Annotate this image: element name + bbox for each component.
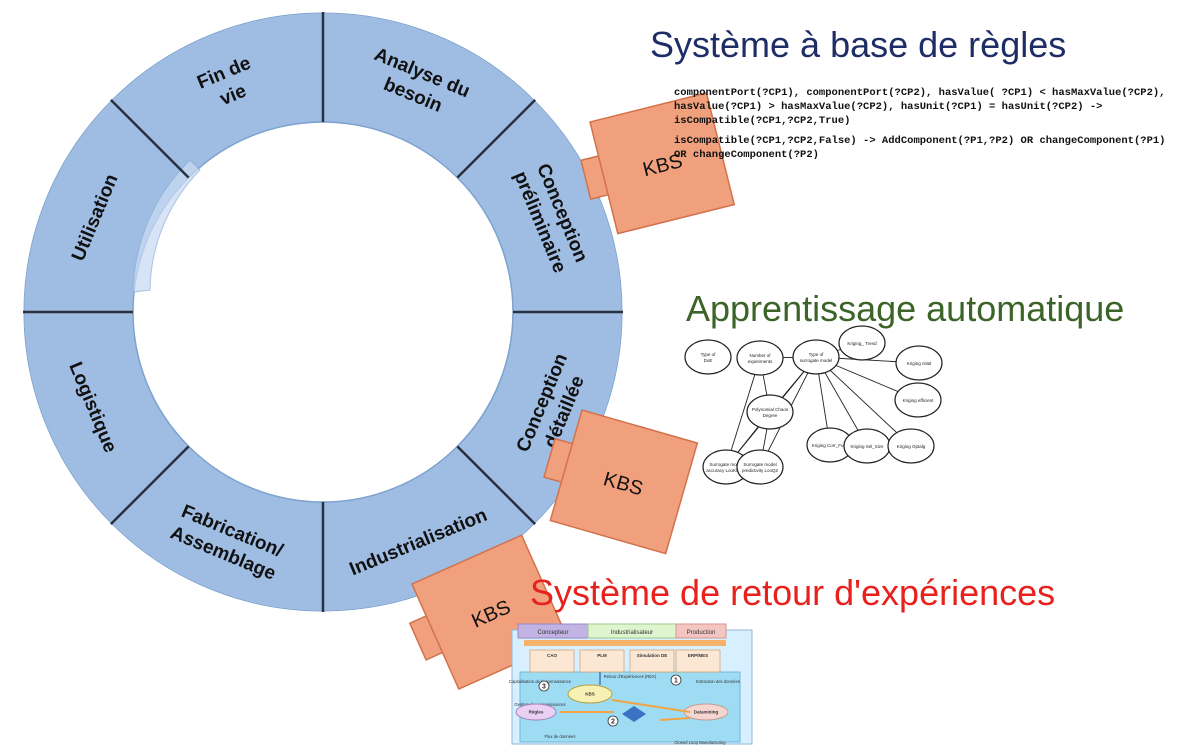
- ml-node-label: Degree: [763, 413, 778, 418]
- rex-step-circle: [670, 674, 682, 686]
- rule-line: isCompatible(?CP1,?CP2,False) -> AddComp…: [674, 135, 1172, 161]
- rex-system-box: [675, 649, 721, 673]
- rex-figure-label: Capitalisation de la connaissance: [509, 679, 572, 684]
- rex-figure: Concepteur Industrialisateur ProductionCAO…: [509, 623, 753, 745]
- rex-ellipse-text: Datamining: [694, 710, 719, 715]
- rex-ellipse-text: Règles: [529, 710, 544, 715]
- rex-flow-band: [524, 640, 726, 646]
- rex-figure-label: Extraction des données: [696, 679, 740, 684]
- rex-bar-label: Concepteur: [537, 630, 568, 636]
- rex-step-number: 1: [674, 678, 678, 685]
- kbs-body: [589, 92, 736, 235]
- cycle-arrow: [132, 159, 201, 293]
- rex-system-label: CAO: [547, 653, 557, 658]
- rex-bar-label: Industrialisateur: [611, 630, 653, 636]
- rex-bar-label: Production: [687, 630, 716, 636]
- rex-bar-production: [675, 623, 727, 639]
- ml-node-label: Type of: [809, 352, 825, 357]
- ml-node-label: Kriging nitial: [907, 361, 932, 366]
- rex-system-label: ERP/MES: [688, 653, 708, 658]
- ml-node-label: Surrogate model: [743, 462, 776, 467]
- rex-figure-label: Flux de données: [545, 734, 576, 739]
- ml-edge: [725, 357, 761, 468]
- ml-node: [838, 325, 886, 361]
- phase-divider: [456, 445, 537, 526]
- ml-node-label: Polynomial Chaos: [752, 407, 789, 412]
- phase-divider: [456, 98, 537, 179]
- ml-node-label: Number of: [749, 353, 771, 358]
- ml-node-label: accuracy LooKMSE: [706, 468, 746, 473]
- rex-system-box: [629, 649, 675, 673]
- rex-ellipse-kbs: [567, 684, 613, 704]
- ml-node: [736, 340, 784, 376]
- ml-node-label: Surrogate model: [709, 462, 742, 467]
- ml-node-label: Type of: [701, 352, 717, 357]
- ml-node-label: Kriging_ Trend: [847, 341, 877, 346]
- rule-line: componentPort(?CP1), componentPort(?CP2)…: [674, 87, 1172, 127]
- rex-system-box: [579, 649, 625, 673]
- rex-system-label: PLM: [597, 653, 607, 658]
- ml-node: [736, 449, 784, 485]
- ml-node-label: Kriging efficient: [903, 398, 934, 403]
- ml-node: [894, 382, 942, 418]
- rex-flow-lines: [560, 699, 691, 721]
- rex-diamond: [622, 706, 646, 722]
- kbs-box: KBS: [543, 409, 699, 555]
- rex-step-circle: [538, 680, 550, 692]
- ml-edge: [815, 356, 912, 447]
- rex-step-number: 3: [542, 684, 546, 691]
- ml-title: Apprentissage automatique: [686, 288, 1125, 329]
- ml-node-label: Kriging Corr_Func: [812, 443, 849, 448]
- ml-node-label: surrogate model: [800, 358, 833, 363]
- kbs-box: KBS: [580, 92, 736, 235]
- rex-ellipse-text: KBS: [585, 692, 595, 697]
- ml-node: [895, 345, 943, 381]
- ml-node-label: Kriging Sel_Size: [850, 444, 884, 449]
- rex-step-circle: [607, 715, 619, 727]
- kbs-body: [549, 409, 699, 555]
- rule-text: componentPort(?CP1), componentPort(?CP2)…: [674, 86, 1174, 168]
- ml-node: [887, 428, 935, 464]
- rule-system-title: Système à base de règles: [650, 24, 1067, 65]
- phase-divider: [109, 445, 190, 526]
- rex-step-number: 2: [611, 719, 615, 726]
- rex-ellipse-rules: [515, 703, 557, 721]
- rex-system-box: [529, 649, 575, 673]
- ml-node: [746, 394, 794, 430]
- rex-system-label: Simulation DE: [637, 653, 668, 658]
- rex-figure-label: Closed Loop Manufacturing: [674, 740, 726, 745]
- ml-node-label: predictivity LooQ2: [742, 468, 779, 473]
- rex-figure-label: Retour d'Expériences (REX): [604, 674, 657, 679]
- ml-node: [792, 339, 840, 375]
- rex-title: Système de retour d'expériences: [530, 572, 1056, 613]
- phase-dividers: [23, 12, 623, 612]
- ml-node-label: DoE: [704, 358, 713, 363]
- ml-node-label: Kriging Optalg: [897, 444, 926, 449]
- ml-node: [684, 339, 732, 375]
- phase-divider: [109, 98, 190, 179]
- ml-node-label: experiments: [748, 359, 773, 364]
